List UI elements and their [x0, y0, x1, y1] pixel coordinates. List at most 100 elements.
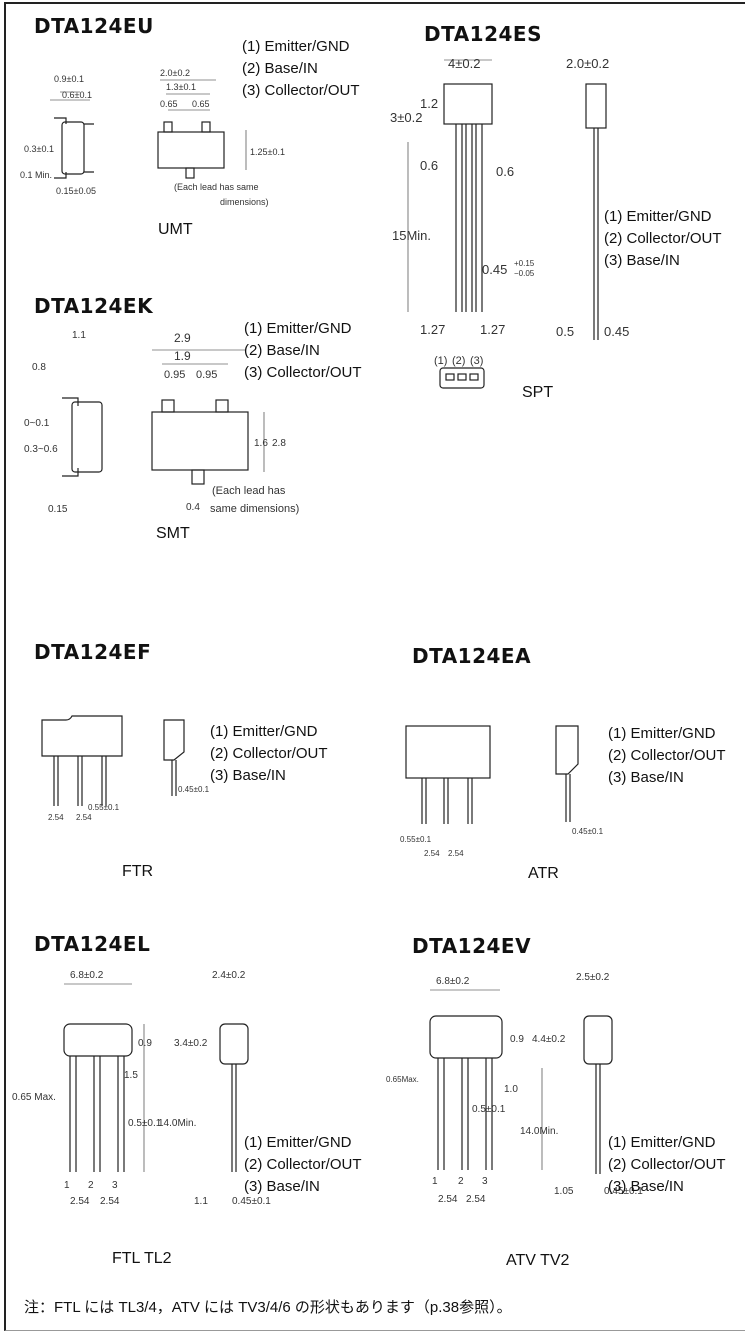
pin-3: (3) Base/IN [608, 1178, 684, 1195]
pin-1: (1) Emitter/GND [608, 1134, 716, 1151]
dim-label: 0.65 [160, 99, 178, 109]
section-title-dta124ek: DTA124EK [34, 294, 154, 318]
dim-label: 0.8 [32, 362, 46, 373]
pin-number: (3) [470, 355, 483, 367]
pin-2: (2) Collector/OUT [210, 745, 328, 762]
footnote-line: same dimensions) [210, 503, 299, 515]
pin-3: (3) Base/IN [210, 767, 286, 784]
pin-1: (1) Emitter/GND [604, 208, 712, 225]
pin-number: 1 [64, 1180, 70, 1191]
section-title-dta124eu: DTA124EU [34, 14, 154, 38]
pin-list-dta124ef: (1) Emitter/GND (2) Collector/OUT (3) Ba… [210, 721, 328, 787]
pin-1: (1) Emitter/GND [244, 320, 352, 337]
dim-label: 2.54 [76, 813, 92, 822]
dim-label: 1.27 [420, 322, 445, 337]
spt-drawing: 4±0.2 2.0±0.2 3±0.2 1.2 0.6 0.6 15Min. 0… [390, 56, 629, 389]
dim-label: 0.6 [496, 164, 514, 179]
package-label-atv-tv2: ATV TV2 [506, 1252, 570, 1269]
pin-3: (3) Collector/OUT [242, 82, 360, 99]
pin-list-dta124ek: (1) Emitter/GND (2) Base/IN (3) Collecto… [244, 318, 362, 384]
dim-label: 0.45±0.1 [572, 827, 604, 836]
pin-3: (3) Collector/OUT [244, 364, 362, 381]
footnote-line: (Each lead has same [174, 182, 259, 192]
pin-number: 2 [458, 1176, 464, 1187]
dim-label: 2.54 [100, 1196, 120, 1207]
atr-drawing: 2.54 2.54 0.45±0.1 0.55±0.1 [400, 725, 604, 858]
dim-label: 6.8±0.2 [436, 976, 470, 987]
dim-label: 0.5±0.1 [128, 1118, 162, 1129]
dim-label: 2.54 [70, 1196, 90, 1207]
tolerance-upper: +0.15 [514, 259, 535, 268]
footnote-line: (Each lead has [212, 485, 286, 497]
dim-label: 0.1 Min. [20, 170, 52, 180]
pin-3: (3) Base/IN [608, 769, 684, 786]
dim-label: 0.65Max. [386, 1075, 419, 1084]
package-label-ftr: FTR [122, 863, 154, 880]
tolerance-lower: −0.05 [514, 269, 535, 278]
dim-label: 0.65 Max. [12, 1092, 56, 1103]
section-title-dta124el: DTA124EL [34, 932, 151, 956]
dim-label: 0.6 [420, 158, 438, 173]
dim-label: 0.4 [186, 502, 200, 513]
dim-label: 0.9±0.1 [54, 74, 84, 84]
dim-label: 0.9 [138, 1038, 152, 1049]
dim-label: 2.54 [48, 813, 64, 822]
dim-label: 2.54 [424, 849, 440, 858]
package-label-ftl-tl2: FTL TL2 [112, 1250, 172, 1267]
pin-list-dta124ev: (1) Emitter/GND (2) Collector/OUT (3) Ba… [608, 1132, 726, 1198]
dim-label: 2.54 [438, 1194, 458, 1205]
dim-label: 0~0.1 [24, 418, 50, 429]
dim-label: 1.6 [254, 438, 268, 449]
dim-label: 4.4±0.2 [532, 1034, 566, 1045]
dim-label: 0.15 [48, 504, 68, 515]
pin-2: (2) Collector/OUT [608, 747, 726, 764]
smt-drawing: 1.1 0.8 0~0.1 0.3~0.6 0.15 2.9 1.9 0.95 … [24, 330, 299, 515]
ftr-drawing: 2.54 2.54 0.45±0.1 0.55±0.1 [41, 715, 210, 822]
package-label-smt: SMT [156, 525, 190, 542]
dim-label: 2.8 [272, 438, 286, 449]
dim-label: 2.0±0.2 [160, 68, 190, 78]
dim-label: 0.55±0.1 [400, 835, 432, 844]
section-title-dta124ea: DTA124EA [412, 644, 532, 668]
dim-label: 0.5±0.1 [472, 1104, 506, 1115]
dim-label: 0.15±0.05 [56, 186, 96, 196]
pin-2: (2) Collector/OUT [608, 1156, 726, 1173]
dim-label: 1.3±0.1 [166, 82, 196, 92]
dim-label: 0.9 [510, 1034, 524, 1045]
pin-number: 1 [432, 1176, 438, 1187]
dim-label: 1.05 [554, 1186, 574, 1197]
dim-label: 2.54 [448, 849, 464, 858]
dim-label: 1.2 [420, 96, 438, 111]
pin-number: 3 [112, 1180, 118, 1191]
pin-2: (2) Base/IN [242, 60, 318, 77]
footnote-note: 注：FTL には TL3/4，ATV には TV3/4/6 の形状もあります（p… [24, 1299, 512, 1316]
section-title-dta124ev: DTA124EV [412, 934, 532, 958]
package-label-spt: SPT [522, 384, 554, 401]
dim-label: 0.45 [482, 262, 507, 277]
dim-label: 0.45±0.1 [178, 785, 210, 794]
footnote-line: dimensions) [220, 197, 269, 207]
dim-label: 1.0 [504, 1084, 518, 1095]
pin-1: (1) Emitter/GND [608, 725, 716, 742]
umt-drawing: 0.9±0.1 0.6±0.1 2.0±0.2 1.3±0.1 0.65 0.6… [20, 68, 285, 207]
pin-1: (1) Emitter/GND [210, 723, 318, 740]
section-title-dta124es: DTA124ES [424, 22, 542, 46]
dim-label: 2.9 [174, 331, 191, 345]
pin-3: (3) Base/IN [244, 1178, 320, 1195]
pin-number: (2) [452, 355, 465, 367]
pin-number: (1) [434, 355, 447, 367]
dim-label: 0.45 [604, 324, 629, 339]
pin-2: (2) Base/IN [244, 342, 320, 359]
dim-label: 0.45±0.1 [604, 1186, 643, 1197]
dim-label: 0.45±0.1 [232, 1196, 271, 1207]
pin-3: (3) Base/IN [604, 252, 680, 269]
dim-label: 1.5 [124, 1070, 138, 1081]
pin-list-dta124es: (1) Emitter/GND (2) Collector/OUT (3) Ba… [604, 206, 722, 272]
dim-label: 15Min. [392, 228, 431, 243]
dim-label: 1.9 [174, 349, 191, 363]
pin-2: (2) Collector/OUT [244, 1156, 362, 1173]
pin-list-dta124el: (1) Emitter/GND (2) Collector/OUT (3) Ba… [244, 1132, 362, 1198]
dim-label: 2.0±0.2 [566, 56, 609, 71]
dim-label: 3.4±0.2 [174, 1038, 208, 1049]
dim-label: 0.95 [164, 369, 185, 381]
